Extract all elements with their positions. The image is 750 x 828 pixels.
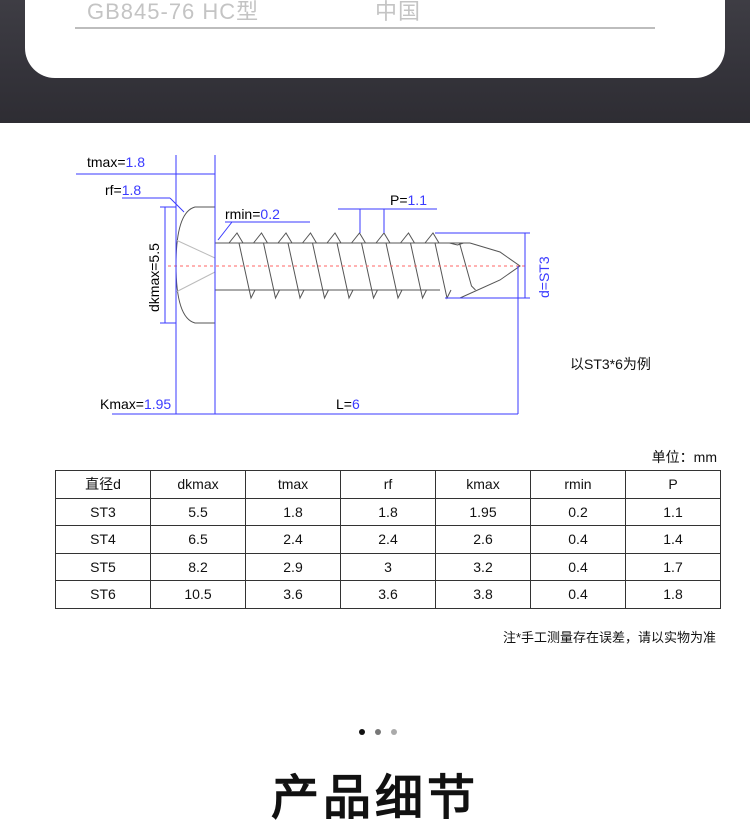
table-cell: 1.8 [340, 497, 436, 526]
column-header: tmax [245, 470, 341, 499]
table-cell: 10.5 [150, 580, 246, 609]
thread-crest [326, 232, 354, 300]
table-cell: 3.6 [245, 580, 341, 609]
thread-crest [449, 242, 476, 291]
table-cell: 0.2 [530, 497, 626, 526]
table-cell: 1.8 [625, 580, 721, 609]
table-cell: 3.6 [340, 580, 436, 609]
column-header: 直径d [55, 470, 151, 499]
table-cell: 6.5 [150, 525, 246, 554]
table-cell: 0.4 [530, 552, 626, 581]
table-cell: ST4 [55, 525, 151, 554]
divider [75, 27, 655, 29]
thread-crest [302, 232, 329, 300]
spec-origin: 中国 [375, 0, 422, 24]
pitch-label: P=1.1 [390, 192, 427, 208]
carousel-dot[interactable] [391, 729, 397, 735]
spec-standard: GB845-76 HC型 [87, 0, 260, 24]
table-cell: 2.9 [245, 552, 341, 581]
table-cell: 1.4 [625, 525, 721, 554]
rf-label: rf=1.8 [105, 182, 141, 198]
table-cell: ST3 [55, 497, 151, 526]
thread-crest [253, 232, 280, 300]
table-cell: 1.1 [625, 497, 721, 526]
table-cell: 5.5 [150, 497, 246, 526]
table-cell: 1.95 [435, 497, 531, 526]
d-label: d=ST3 [536, 256, 552, 298]
length-label: L=6 [336, 396, 360, 412]
column-header: kmax [435, 470, 531, 499]
table-cell: 0.4 [530, 525, 626, 554]
table-cell: ST6 [55, 580, 151, 609]
dark-banner: GB845-76 HC型 中国 [0, 0, 750, 123]
rmin-label: rmin=0.2 [225, 206, 280, 222]
section-title: 产品细节 [270, 770, 479, 826]
example-caption: 以ST3*6为例 [570, 356, 651, 372]
unit-label: 单位：mm [651, 449, 717, 465]
kmax-label: Kmax=1.95 [100, 396, 171, 412]
carousel-dot[interactable] [359, 729, 365, 735]
column-header: rf [340, 470, 436, 499]
table-cell: ST5 [55, 552, 151, 581]
carousel-dots [359, 729, 397, 735]
tmax-label: tmax=1.8 [87, 154, 145, 170]
table-cell: 2.4 [340, 525, 436, 554]
column-header: P [625, 470, 721, 499]
table-cell: 0.4 [530, 580, 626, 609]
thread-crest [400, 232, 427, 300]
dkmax-label: dkmax=5.5 [146, 243, 162, 312]
carousel-dot[interactable] [375, 729, 381, 735]
thread-crest [228, 232, 256, 300]
spec-card: GB845-76 HC型 中国 [25, 0, 725, 78]
thread-crest [277, 232, 305, 300]
column-header: dkmax [150, 470, 246, 499]
measurement-note: 注*手工测量存在误差，请以实物为准 [502, 630, 716, 645]
table-cell: 1.8 [245, 497, 341, 526]
table-cell: 1.7 [625, 552, 721, 581]
table-cell: 3.2 [435, 552, 531, 581]
table-cell: 8.2 [150, 552, 246, 581]
table-cell: 2.4 [245, 525, 341, 554]
table-cell: 2.6 [435, 525, 531, 554]
table-cell: 3.8 [435, 580, 531, 609]
column-header: rmin [530, 470, 626, 499]
screw-drawing: tmax=1.8 rf=1.8 rmin=0.2 P=1.1 dkmax=5.5… [76, 154, 552, 415]
table-cell: 3 [340, 552, 436, 581]
